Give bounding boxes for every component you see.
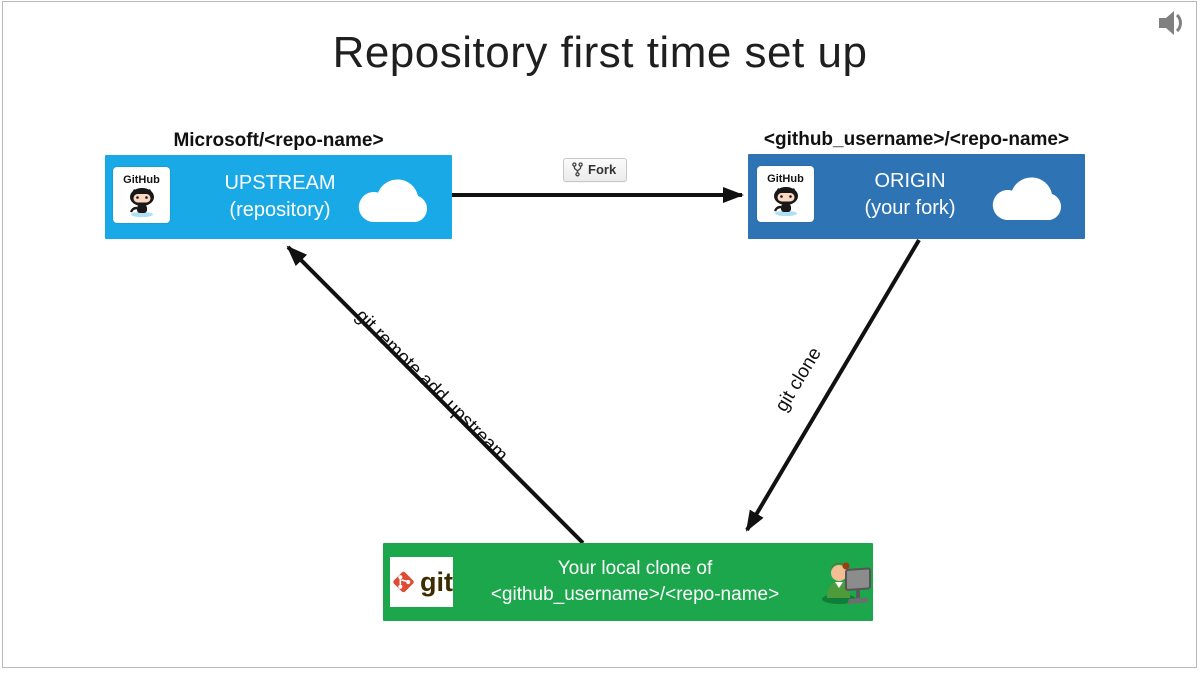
origin-line1: ORIGIN	[874, 170, 946, 192]
local-clone-box	[383, 543, 873, 621]
fork-button[interactable]: Fork	[563, 158, 628, 182]
git-wordmark: git	[420, 566, 453, 597]
git-diamond-icon	[393, 571, 414, 593]
upstream-title: UPSTREAM (repository)	[180, 170, 380, 224]
octocat-icon	[773, 187, 798, 217]
speaker-icon[interactable]	[1156, 8, 1190, 38]
person-at-computer-icon	[822, 562, 871, 604]
github-wordmark: GitHub	[767, 173, 804, 185]
origin-line2: (your fork)	[864, 197, 956, 219]
fork-icon	[572, 162, 583, 177]
cloud-icon-upstream	[358, 179, 428, 223]
github-logo-upstream: GitHub	[113, 167, 170, 223]
cloud-icon-origin	[992, 177, 1062, 221]
origin-title: ORIGIN (your fork)	[815, 168, 1005, 222]
local-clone-title: Your local clone of <github_username>/<r…	[465, 556, 805, 608]
local-line2: <github_username>/<repo-name>	[490, 584, 780, 605]
upstream-line2: (repository)	[229, 199, 331, 221]
fork-button-label: Fork	[588, 162, 617, 177]
github-wordmark: GitHub	[123, 174, 160, 186]
github-logo-origin: GitHub	[757, 166, 814, 222]
origin-repo-path-label: <github_username>/<repo-name>	[763, 129, 1070, 150]
octocat-icon	[129, 188, 154, 218]
upstream-line1: UPSTREAM	[224, 172, 336, 194]
upstream-repo-path-label: Microsoft/<repo-name>	[173, 130, 384, 151]
git-logo: git	[390, 557, 453, 607]
local-line1: Your local clone of	[557, 558, 713, 579]
slide-title: Repository first time set up	[332, 28, 868, 77]
